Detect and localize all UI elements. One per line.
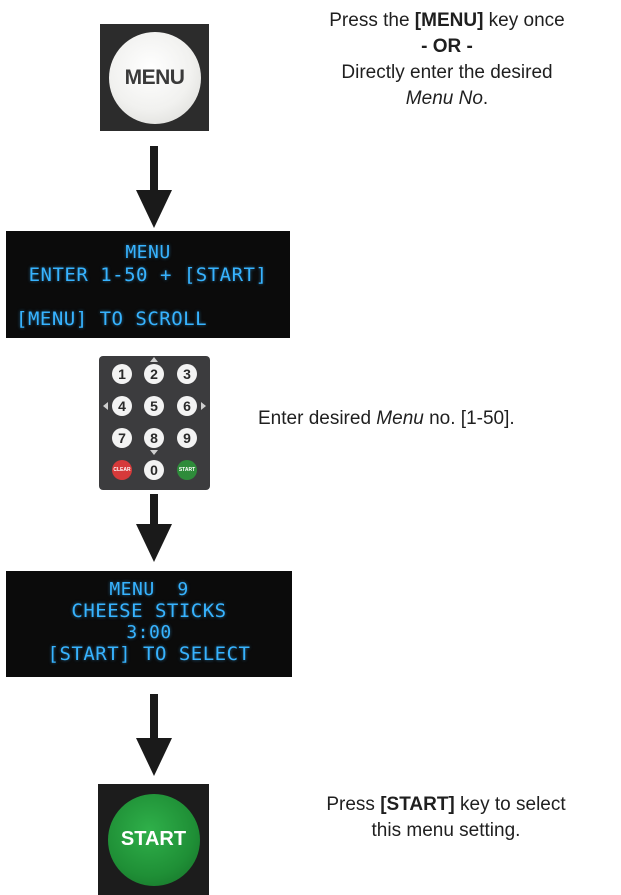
lcd2-line3: 3:00: [126, 622, 172, 643]
lcd-display-menu-selected: MENU 9 CHEESE STICKS 3:00 [START] TO SEL…: [6, 571, 292, 677]
step2-pre: Enter desired: [258, 408, 377, 429]
lcd-display-menu-prompt: MENU ENTER 1-50 + [START] [MENU] TO SCRO…: [6, 231, 290, 338]
keypad-key-8: 8: [144, 428, 164, 448]
step1-line1: Press the [MENU] key once: [262, 8, 621, 34]
start-key-photo: START: [98, 784, 209, 895]
menu-key-label: MENU: [124, 65, 185, 89]
numeric-keypad: 1 2 3 4 5 6 7 8 9 CLEAR 0 START: [99, 356, 210, 490]
lcd1-line1: MENU: [125, 242, 171, 263]
down-arrow-icon: [136, 146, 172, 228]
step1-menu-key-text: [MENU]: [414, 10, 484, 31]
start-key: START: [107, 793, 200, 886]
keypad-key-2: 2: [144, 364, 164, 384]
step3-line2: this menu setting.: [371, 820, 521, 841]
down-arrow-icon: [136, 494, 172, 562]
step2-post: no. [1-50].: [423, 408, 515, 429]
keypad-key-1: 1: [112, 364, 132, 384]
keypad-key-7: 7: [112, 428, 132, 448]
keypad-key-start: START: [177, 460, 197, 480]
step1-line4: Menu No.: [262, 86, 621, 112]
step3-start-key-text: [START]: [380, 794, 455, 815]
step1-period: .: [482, 88, 489, 109]
menu-key-photo: MENU: [100, 24, 209, 131]
keypad-key-3: 3: [177, 364, 197, 384]
lcd1-line2: ENTER 1-50 + [START]: [28, 264, 268, 286]
step2-instructions: Enter desired Menu no. [1-50].: [258, 406, 620, 432]
keypad-key-clear: CLEAR: [112, 460, 132, 480]
keypad-arrow-icons: [103, 357, 206, 455]
step2-menu: Menu: [376, 408, 424, 429]
lcd1-line3: [MENU] TO SCROLL: [16, 308, 208, 330]
lcd2-line4: [START] TO SELECT: [47, 643, 251, 665]
step1-or: - OR -: [262, 34, 621, 60]
step3-instructions: Press [START] key to select this menu se…: [276, 792, 616, 844]
step1-pre: Press the: [329, 10, 415, 31]
step3-line1: Press [START] key to select: [276, 792, 616, 818]
step1-post: key once: [483, 10, 565, 31]
keypad-key-5: 5: [144, 396, 164, 416]
down-arrow-icon: [136, 694, 172, 776]
lcd2-line2: CHEESE STICKS: [71, 600, 227, 622]
menu-key: MENU: [108, 31, 201, 124]
step1-or-text: - OR -: [421, 36, 473, 57]
keypad-key-9: 9: [177, 428, 197, 448]
keypad-key-4: 4: [112, 396, 132, 416]
start-key-label: START: [120, 828, 187, 850]
step1-menu-no: Menu No: [405, 88, 483, 109]
lcd2-line1: MENU 9: [109, 579, 189, 600]
keypad-key-0: 0: [144, 460, 164, 480]
step3-pre: Press: [326, 794, 381, 815]
step3-post: key to select: [454, 794, 566, 815]
step1-instructions: Press the [MENU] key once - OR - Directl…: [262, 8, 621, 112]
step1-line3: Directly enter the desired: [341, 62, 553, 83]
keypad-key-6: 6: [177, 396, 197, 416]
